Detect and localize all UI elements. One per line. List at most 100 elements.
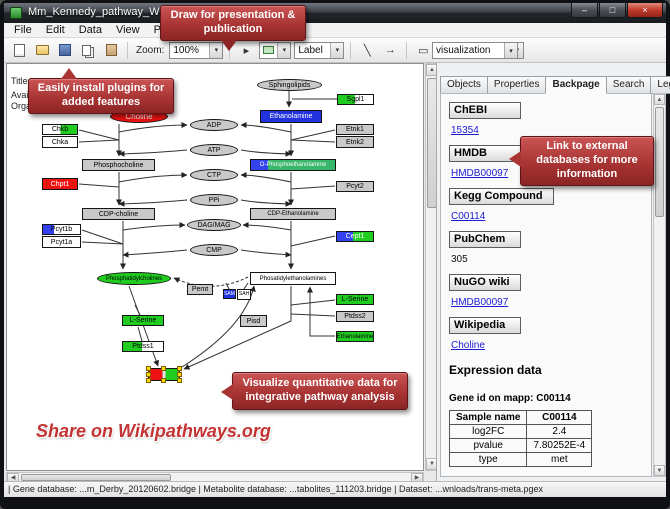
pathway-node-sah[interactable]: SAH: [237, 289, 251, 300]
pathway-node-dag-mag[interactable]: DAG/MAG: [187, 219, 241, 231]
pathway-node-l-serine-left[interactable]: L-Serine: [122, 315, 164, 326]
pathway-node-sphingolipids[interactable]: Sphingolipids: [257, 79, 322, 91]
pathway-node-l-serine-right[interactable]: L-Serine: [336, 294, 374, 305]
selection-handle[interactable]: [177, 366, 182, 371]
chevron-down-icon: ▾: [330, 42, 344, 58]
pathway-node-selected-data-node[interactable]: [146, 366, 182, 383]
hmdb-id-link[interactable]: HMDB00097: [451, 168, 509, 179]
zoom-combo[interactable]: 100% ▾: [169, 41, 224, 59]
pathway-node-ppi[interactable]: PPi: [190, 194, 238, 206]
pathway-organism-label: Organi: [11, 101, 39, 111]
close-icon: ×: [642, 5, 648, 15]
pathway-node-etnk2[interactable]: Etnk2: [336, 136, 374, 148]
copy-button[interactable]: [78, 40, 98, 60]
selection-handle[interactable]: [177, 371, 182, 377]
backpage-scroll-thumb[interactable]: [655, 107, 664, 217]
menu-edit[interactable]: Edit: [45, 24, 65, 36]
callout-install-plugins: Easily install plugins for added feature…: [28, 68, 174, 114]
selection-tool-button[interactable]: ▸: [236, 40, 256, 60]
pathway-node-ethanolamine[interactable]: Ethanolamine: [260, 110, 322, 123]
pathway-node-phosphocholine[interactable]: Phosphocholine: [82, 159, 155, 171]
pathway-node-pisd[interactable]: Pisd: [240, 315, 267, 327]
pathway-node-cept1[interactable]: Cept1: [336, 231, 374, 242]
scroll-down-icon[interactable]: ▼: [654, 465, 665, 476]
label-tool-text: Label: [298, 44, 323, 56]
pathway-node-pcyt1a[interactable]: Pcyt1a: [42, 236, 81, 248]
label-tool-combo[interactable]: Label ▾: [294, 41, 345, 59]
menu-view[interactable]: View: [115, 24, 140, 36]
pathway-node-cmp[interactable]: CMP: [190, 244, 238, 256]
pathway-node-cdp-choline[interactable]: CDP-choline: [82, 208, 155, 220]
pathway-node-ptdss2[interactable]: Ptdss2: [336, 311, 374, 322]
pathway-node-sgpl1[interactable]: Sgpl1: [337, 94, 374, 105]
pointer-icon: ▸: [243, 44, 250, 57]
callout-pointer-left: [221, 384, 233, 400]
tab-search[interactable]: Search: [605, 76, 652, 94]
pathway-node-phosphatidylcholines[interactable]: Phosphatidylcholines: [97, 272, 171, 285]
visualization-combo[interactable]: visualization ▾: [432, 42, 518, 59]
backpage-section-header-kegg: Kegg Compound: [449, 188, 554, 205]
save-icon: [59, 44, 71, 56]
menu-file[interactable]: File: [14, 24, 32, 36]
scroll-up-icon[interactable]: ▲: [654, 94, 665, 105]
arrow-tool-button[interactable]: →: [380, 40, 400, 60]
selection-handle[interactable]: [146, 371, 151, 377]
selection-handle[interactable]: [177, 378, 182, 383]
pathway-node-cdp-ethanolamine[interactable]: CDP-Ethanolamine: [250, 208, 336, 220]
pathway-node-sam[interactable]: SAM: [223, 289, 236, 299]
pathway-canvas[interactable]: Title: Avail Organi: [6, 63, 424, 471]
pathway-node-phosphatidylethanolamines[interactable]: Phosatidylethanolamines: [250, 272, 336, 285]
table-row: log2FC 2.4: [448, 424, 593, 439]
pathway-node-pcyt2[interactable]: Pcyt2: [336, 181, 374, 192]
pathway-node-ctp[interactable]: CTP: [190, 169, 238, 181]
pathway-node-chpt1[interactable]: Chpt1: [42, 178, 78, 190]
callout-draw-presentation: Draw for presentation & publication: [160, 5, 306, 51]
arrow-icon: →: [384, 44, 396, 56]
open-button[interactable]: [32, 40, 52, 60]
callout-plugins-text: Easily install plugins for added feature…: [37, 82, 165, 108]
tab-legend[interactable]: Legend: [650, 76, 670, 94]
maximize-button[interactable]: □: [599, 3, 626, 18]
callout-pointer-left: [509, 151, 521, 167]
close-button[interactable]: ×: [627, 3, 663, 18]
new-pathway-button[interactable]: [9, 40, 29, 60]
menu-data[interactable]: Data: [78, 24, 102, 36]
backpage-scrollbar[interactable]: ▲ ▼: [653, 93, 666, 477]
tab-objects[interactable]: Objects: [440, 76, 488, 94]
pathway-node-o-phosphoethanolamine[interactable]: O-Phosphoethanolamine: [250, 159, 336, 171]
scroll-up-icon[interactable]: ▲: [426, 64, 438, 76]
statusbar: | Gene database: ...m_Derby_20120602.bri…: [4, 481, 666, 497]
toolbar-separator: [350, 41, 352, 59]
pathway-node-adp[interactable]: ADP: [190, 119, 238, 131]
horizontal-scroll-thumb[interactable]: [21, 474, 171, 481]
pathway-node-ptdss1[interactable]: Ptdss1: [122, 341, 164, 352]
selection-handle[interactable]: [161, 378, 166, 383]
kegg-id-link[interactable]: C00114: [451, 211, 486, 222]
minimize-button[interactable]: –: [571, 3, 598, 18]
toolbar: Zoom: 100% ▾ ▸ ▾ Label ▾ ╲ → ▭ ◯ ◠: [4, 38, 666, 63]
nugo-id-link[interactable]: HMDB00097: [451, 297, 509, 308]
datanode-template-combo[interactable]: ▾: [259, 41, 292, 59]
rectangle-tool-button[interactable]: ▭: [413, 40, 433, 60]
selection-handle[interactable]: [146, 366, 151, 371]
pathway-node-chkb[interactable]: Chkb: [42, 124, 78, 135]
pathway-node-etnk1[interactable]: Etnk1: [336, 124, 374, 135]
chevron-down-icon: ▾: [504, 43, 517, 58]
save-button[interactable]: [55, 40, 75, 60]
chebi-id-link[interactable]: 15354: [451, 125, 479, 136]
pathway-node-ethanolamine-small[interactable]: Ethanolamine: [336, 331, 374, 342]
pathway-node-atp[interactable]: ATP: [190, 144, 238, 156]
selection-handle[interactable]: [161, 366, 166, 371]
pathway-node-chka[interactable]: Chka: [42, 136, 78, 148]
paste-button[interactable]: [101, 40, 121, 60]
table-row: pvalue 7.80252E-4: [448, 438, 593, 453]
line-tool-button[interactable]: ╲: [357, 40, 377, 60]
pathway-node-pemt[interactable]: Pemt: [187, 284, 213, 295]
tab-properties[interactable]: Properties: [486, 76, 547, 94]
tab-backpage[interactable]: Backpage: [545, 76, 607, 94]
table-cell: pvalue: [448, 438, 528, 453]
pathway-node-pcyt1b[interactable]: Pcyt1b: [42, 224, 81, 235]
wikipedia-link[interactable]: Choline: [451, 340, 485, 351]
selection-handle[interactable]: [146, 378, 151, 383]
table-cell: log2FC: [448, 424, 528, 439]
